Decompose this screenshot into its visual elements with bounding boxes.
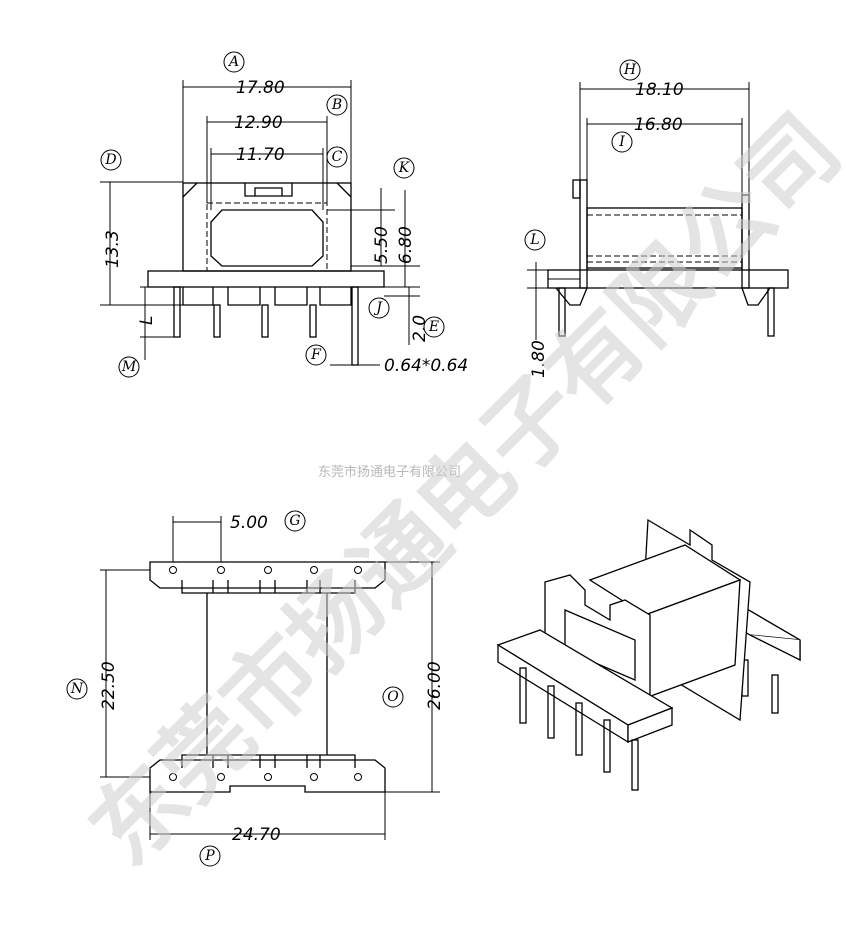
dim-F-value: 0.64*0.64 <box>384 356 468 376</box>
front-view: 17.80 12.90 11.70 13.3 5.50 6.80 2.0 0.6… <box>100 78 468 376</box>
isometric-view <box>496 518 801 791</box>
dim-P-value: 24.70 <box>232 825 281 845</box>
dim-A-value: 17.80 <box>236 78 285 98</box>
dim-C-value: 11.70 <box>236 145 285 165</box>
top-view: 5.00 22.50 26.00 24.70 <box>99 513 445 845</box>
top-holes <box>169 566 362 781</box>
marker-H: H <box>623 62 637 78</box>
marker-labels: A B C D E F G H I J K L M N O P <box>66 51 641 867</box>
marker-D: D <box>104 152 116 168</box>
marker-C: C <box>332 149 343 165</box>
marker-A: A <box>227 54 239 70</box>
dim-D-value: 13.3 <box>103 230 123 268</box>
dim-K2-value: 6.80 <box>396 226 416 264</box>
dim-G-value: 5.00 <box>230 513 268 533</box>
marker-N: N <box>70 681 84 697</box>
dim-I-value: 16.80 <box>634 115 683 135</box>
marker-I: I <box>618 134 625 150</box>
dim-M-letter: L <box>137 316 157 325</box>
marker-O: O <box>387 689 399 705</box>
dim-O-value: 26.00 <box>425 661 445 710</box>
iso-window <box>564 609 636 681</box>
marker-G: G <box>289 513 300 529</box>
dim-B-value: 12.90 <box>234 113 283 133</box>
marker-K: K <box>398 160 411 176</box>
dim-L-value: 1.80 <box>529 340 549 378</box>
marker-J: J <box>373 300 383 316</box>
marker-B: B <box>331 97 342 113</box>
marker-P: P <box>204 848 215 864</box>
front-pins <box>173 286 359 366</box>
watermark: 东莞市扬通电子有限公司 <box>70 94 846 885</box>
marker-E: E <box>428 319 439 335</box>
dim-H-value: 18.10 <box>635 80 684 100</box>
marker-M: M <box>121 359 137 375</box>
company-name: 东莞市扬通电子有限公司 <box>318 464 461 480</box>
dim-K1-value: 5.50 <box>372 226 392 264</box>
front-base <box>147 270 385 288</box>
marker-L: L <box>529 232 539 248</box>
side-view: 18.10 16.80 1.80 <box>527 80 789 378</box>
front-window <box>210 209 324 267</box>
dim-N-value: 22.50 <box>99 661 119 710</box>
side-body <box>586 207 743 269</box>
marker-F: F <box>310 347 322 363</box>
